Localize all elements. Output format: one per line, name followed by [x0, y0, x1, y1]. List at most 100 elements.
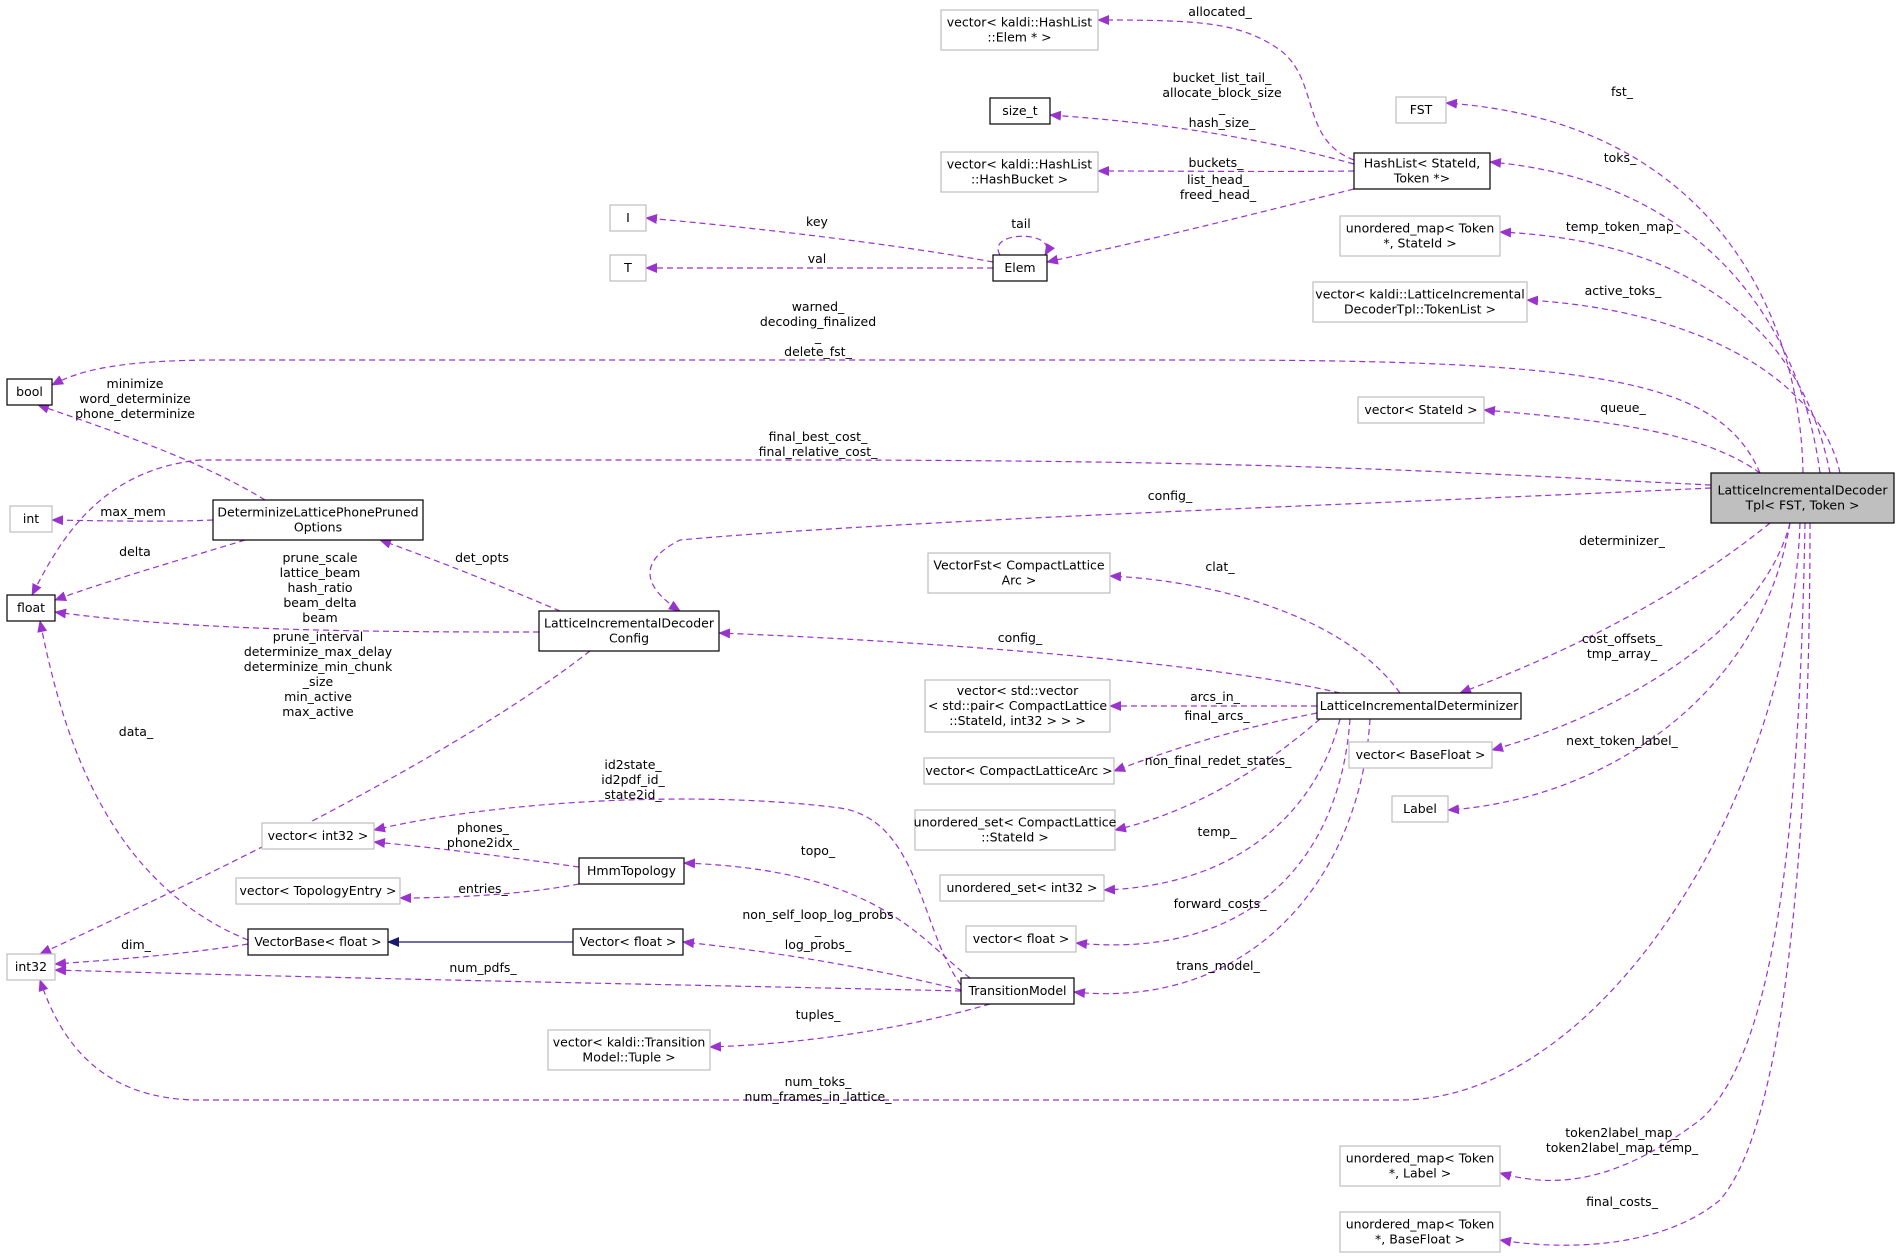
- edge-label-line: cost_offsets_: [1582, 631, 1663, 646]
- edge-path: [54, 608, 540, 633]
- edge-label: temp_token_map_: [1566, 219, 1681, 234]
- edge-label-line: entries_: [458, 881, 508, 896]
- edge-label: arcs_in_: [1190, 689, 1241, 704]
- node-label: I: [626, 210, 630, 225]
- edge-label-line: id2pdf_id_: [601, 772, 665, 787]
- edge-token2label: token2label_map_token2label_map_temp_: [1499, 522, 1806, 1182]
- edge-label-line: lattice_beam: [280, 565, 361, 580]
- edge-path: [1491, 522, 1791, 752]
- node-vec-hashbucket: vector< kaldi::HashList::HashBucket >: [940, 151, 1099, 193]
- node-label-line: LatticeIncrementalDeterminizer: [1320, 698, 1519, 713]
- node-bool[interactable]: bool: [6, 378, 53, 406]
- edge-label: entries_: [458, 881, 508, 896]
- node-float[interactable]: float: [6, 594, 56, 622]
- edge-label: num_toks_num_frames_in_lattice_: [745, 1074, 893, 1104]
- edge-data: data_: [37, 620, 249, 941]
- edge-label-line: freed_head_: [1180, 187, 1257, 202]
- node-box: [1312, 281, 1528, 323]
- edge-label: toks_: [1604, 150, 1637, 165]
- node-box: [247, 928, 389, 956]
- edge-label-line: arcs_in_: [1190, 689, 1241, 704]
- node-box: [1339, 215, 1501, 257]
- edge-path: [1109, 571, 1401, 694]
- edge-path: [1459, 522, 1771, 694]
- edge-label-line: data_: [119, 724, 154, 739]
- edge-logprobs: non_self_loop_log_probs_log_probs_: [682, 907, 962, 991]
- edge-path: [1073, 718, 1371, 999]
- edge-label-line: determinize_min_chunk: [244, 659, 393, 674]
- node-label-line: vector< BaseFloat >: [1356, 747, 1486, 762]
- edge-label: final_best_cost_final_relative_cost_: [759, 429, 879, 459]
- edge-label: active_toks_: [1585, 283, 1663, 298]
- edge-label: token2label_map_token2label_map_temp_: [1546, 1125, 1699, 1155]
- node-lid[interactable]: LatticeIncrementalDeterminizer: [1316, 692, 1522, 720]
- node-label: vector< BaseFloat >: [1356, 747, 1486, 762]
- edge-path: [51, 359, 1761, 474]
- edge-label-line: non_self_loop_log_probs: [742, 907, 893, 922]
- edge-label-line: final_arcs_: [1184, 708, 1250, 723]
- node-label-line: Tpl< FST, Token >: [1745, 498, 1860, 513]
- node-label-line: DecoderTpl::TokenList >: [1344, 302, 1496, 317]
- node-vector-float[interactable]: Vector< float >: [572, 928, 684, 956]
- node-label-line: bool: [16, 384, 43, 399]
- node-label: float: [17, 600, 45, 615]
- node-label-line: float: [17, 600, 45, 615]
- node-label-line: DeterminizeLatticePhonePruned: [217, 505, 418, 520]
- node-label-line: Vector< float >: [580, 934, 677, 949]
- edge-path: [1526, 295, 1841, 474]
- node-label: vector< kaldi::HashList::Elem * >: [947, 15, 1093, 45]
- node-box: [6, 953, 56, 981]
- node-hmm[interactable]: HmmTopology: [578, 857, 685, 885]
- edge-label: phones_phone2idx_: [447, 820, 520, 850]
- node-elem[interactable]: Elem: [992, 254, 1048, 282]
- edge-final-costs: final_costs_: [1499, 522, 1811, 1247]
- edge-label: clat_: [1205, 559, 1235, 574]
- edge-label-line: num_frames_in_lattice_: [745, 1089, 893, 1104]
- edge-buckets: buckets_: [1097, 155, 1355, 177]
- edge-label: non_final_redet_states_: [1145, 753, 1292, 768]
- edge-label-line: key: [806, 214, 828, 229]
- node-box: [939, 874, 1105, 902]
- node-label: Label: [1391, 795, 1449, 823]
- edge-sizet: bucket_list_tail_allocate_block_size_has…: [1049, 70, 1355, 165]
- edge-label-line: hash_size_: [1189, 115, 1257, 130]
- edge-path: [37, 403, 266, 501]
- node-hashlist[interactable]: HashList< StateId,Token *>: [1353, 152, 1491, 190]
- node-box: [960, 977, 1075, 1005]
- node-box: [1353, 152, 1491, 190]
- node-label-line: Label: [1403, 801, 1437, 816]
- edge-label-line: delete_fst_: [784, 344, 852, 359]
- node-vecbase[interactable]: VectorBase< float >: [247, 928, 389, 956]
- node-label-line: unordered_set< CompactLattice: [914, 815, 1117, 830]
- node-label-line: vector< kaldi::LatticeIncremental: [1315, 287, 1524, 302]
- edge-label-line: num_pdfs_: [449, 960, 517, 975]
- node-tm[interactable]: TransitionModel: [960, 977, 1075, 1005]
- edge-label-line: final_costs_: [1586, 1194, 1659, 1209]
- node-label-line: unordered_map< Token: [1346, 1217, 1495, 1232]
- edge-label-line: word_determinize: [79, 391, 191, 406]
- edge-config-lid: config_: [718, 628, 1341, 694]
- node-box: [609, 204, 647, 232]
- node-label-line: Config: [609, 631, 649, 646]
- edge-path: [54, 539, 246, 601]
- edge-path: [1445, 98, 1804, 474]
- node-uset-clstate: unordered_set< CompactLattice::StateId >: [914, 809, 1117, 851]
- node-label-line: unordered_map< Token: [1346, 1151, 1495, 1166]
- edge-label: id2state_id2pdf_id_state2id_: [601, 757, 665, 802]
- edge-label: dim_: [121, 937, 152, 952]
- edge-path: [39, 650, 591, 955]
- node-size-t[interactable]: size_t: [989, 97, 1051, 125]
- edge-path: [1103, 718, 1341, 895]
- edge-label-line: phone_determinize: [75, 406, 195, 421]
- edge-path: [51, 515, 214, 526]
- node-label-line: HashList< StateId,: [1364, 156, 1480, 171]
- edge-detopts: det_opts: [379, 538, 561, 612]
- node-label-line: Arc >: [1002, 573, 1037, 588]
